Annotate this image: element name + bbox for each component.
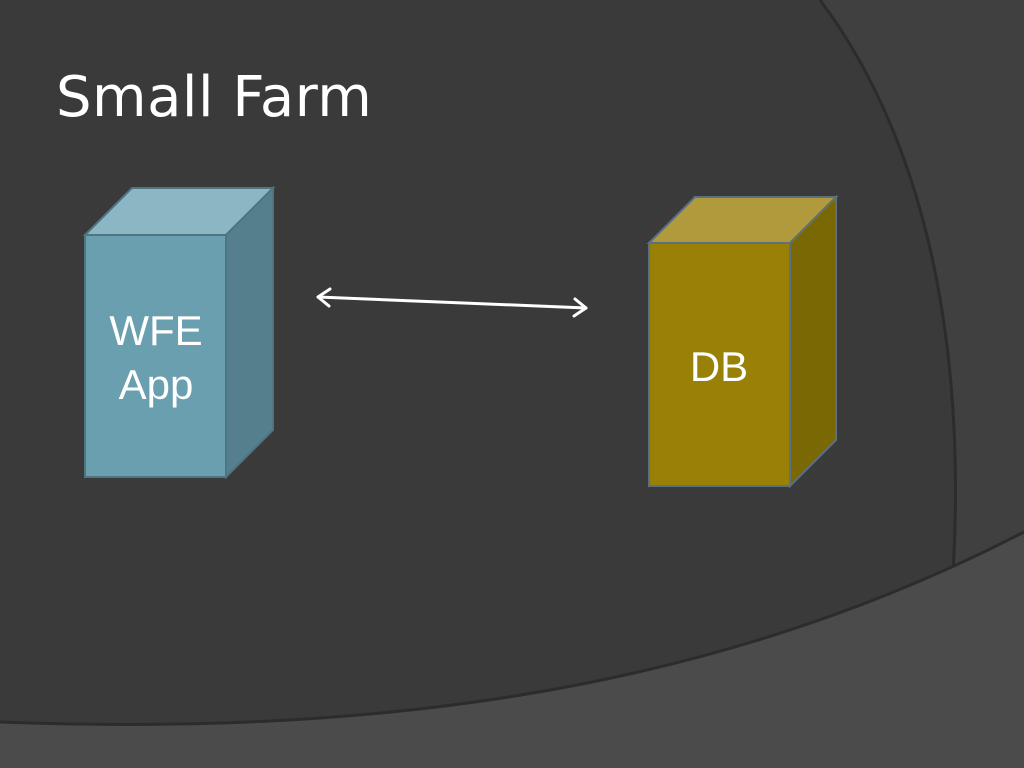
decorative-curve-bottom [0,532,1024,768]
slide-title: Small Farm [56,65,373,130]
wfe-server-box [82,185,276,480]
db-server-box [646,194,839,489]
db-server-label: DB [689,343,749,390]
bidirectional-arrow [316,287,588,318]
wfe-label-line2: App [118,361,194,408]
wfe-label-line1: WFE [109,307,203,354]
wfe-server-label: WFE App [86,304,226,412]
